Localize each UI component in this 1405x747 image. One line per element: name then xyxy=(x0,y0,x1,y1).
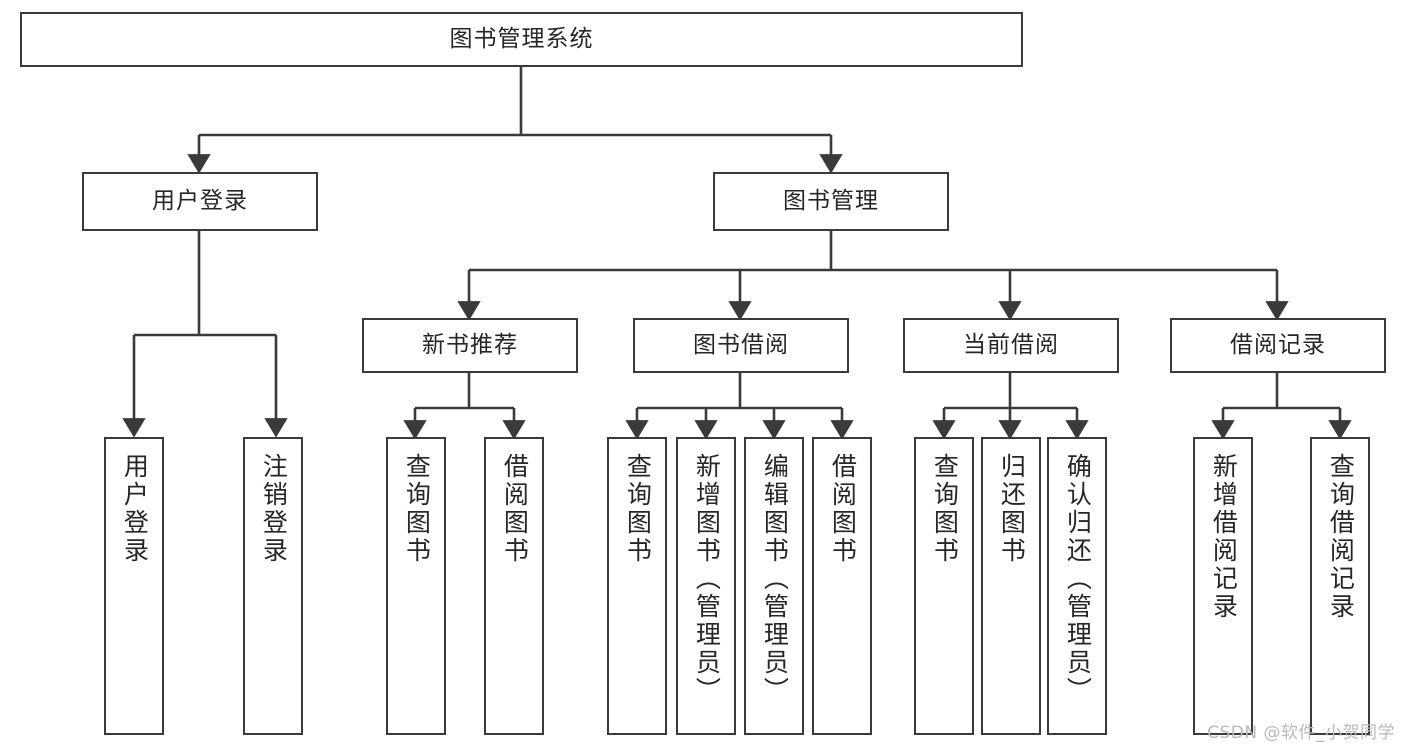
leaf-borrow-edit-book-admin[interactable]: 编辑图书（管理员） xyxy=(744,437,804,735)
node-user-login-label: 用户登录 xyxy=(152,187,248,214)
node-book-management[interactable]: 图书管理 xyxy=(713,172,949,231)
leaf-borrow-add-book-admin-label: 新增图书（管理员） xyxy=(692,453,722,705)
leaf-records-query-record-label: 查询借阅记录 xyxy=(1326,453,1356,621)
leaf-borrow-edit-book-admin-label: 编辑图书（管理员） xyxy=(760,453,790,705)
node-current-borrow-label: 当前借阅 xyxy=(963,331,1059,358)
node-new-book-recommend[interactable]: 新书推荐 xyxy=(362,318,578,373)
node-new-book-recommend-label: 新书推荐 xyxy=(422,331,518,358)
node-book-borrow-label: 图书借阅 xyxy=(693,331,789,358)
leaf-current-query-book-label: 查询图书 xyxy=(930,453,960,565)
node-user-login[interactable]: 用户登录 xyxy=(82,172,318,231)
leaf-current-confirm-return-admin-label: 确认归还（管理员） xyxy=(1063,453,1093,705)
node-book-borrow[interactable]: 图书借阅 xyxy=(633,318,849,373)
leaf-current-query-book[interactable]: 查询图书 xyxy=(914,437,974,735)
leaf-borrow-query-book[interactable]: 查询图书 xyxy=(607,437,667,735)
leaf-logout[interactable]: 注销登录 xyxy=(243,437,303,735)
leaf-borrow-borrow-book[interactable]: 借阅图书 xyxy=(812,437,872,735)
leaf-borrow-add-book-admin[interactable]: 新增图书（管理员） xyxy=(676,437,736,735)
leaf-records-add-record[interactable]: 新增借阅记录 xyxy=(1193,437,1253,735)
leaf-logout-label: 注销登录 xyxy=(259,453,289,565)
leaf-current-confirm-return-admin[interactable]: 确认归还（管理员） xyxy=(1047,437,1107,735)
leaf-newbook-borrow-book[interactable]: 借阅图书 xyxy=(484,437,544,735)
leaf-borrow-borrow-book-label: 借阅图书 xyxy=(828,453,858,565)
leaf-user-login[interactable]: 用户登录 xyxy=(104,437,164,735)
node-current-borrow[interactable]: 当前借阅 xyxy=(903,318,1119,373)
leaf-records-query-record[interactable]: 查询借阅记录 xyxy=(1310,437,1370,735)
leaf-borrow-query-book-label: 查询图书 xyxy=(623,453,653,565)
leaf-user-login-label: 用户登录 xyxy=(120,453,150,565)
node-borrow-records[interactable]: 借阅记录 xyxy=(1170,318,1386,373)
node-root-label: 图书管理系统 xyxy=(449,25,594,52)
node-book-management-label: 图书管理 xyxy=(783,187,879,214)
leaf-current-return-book[interactable]: 归还图书 xyxy=(981,437,1041,735)
node-borrow-records-label: 借阅记录 xyxy=(1230,331,1326,358)
node-root[interactable]: 图书管理系统 xyxy=(20,12,1023,67)
leaf-current-return-book-label: 归还图书 xyxy=(997,453,1027,565)
leaf-newbook-borrow-book-label: 借阅图书 xyxy=(500,453,530,565)
leaf-records-add-record-label: 新增借阅记录 xyxy=(1209,453,1239,621)
leaf-newbook-query-book-label: 查询图书 xyxy=(402,453,432,565)
leaf-newbook-query-book[interactable]: 查询图书 xyxy=(386,437,446,735)
csdn-watermark: CSDN @软件_小贺同学 xyxy=(1207,723,1395,743)
